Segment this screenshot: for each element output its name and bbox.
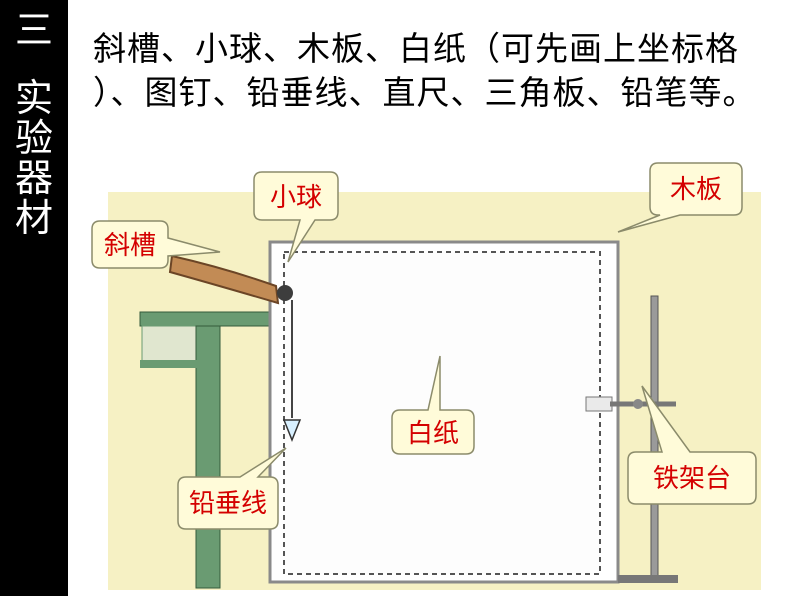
plumb-bob — [282, 419, 302, 443]
section-sidebar: 三 实 验 器 材 — [0, 0, 68, 596]
callout-board: 木板 — [617, 162, 743, 233]
ball — [277, 285, 293, 301]
section-title-char-2: 验 — [14, 116, 53, 160]
callout-stand: 铁架台 — [627, 385, 757, 505]
label-plumb: 铅垂线 — [189, 489, 267, 519]
table — [139, 311, 279, 589]
section-title-char-3: 器 — [14, 156, 53, 200]
callout-chute: 斜槽 — [91, 220, 221, 269]
label-chute: 斜槽 — [104, 231, 156, 261]
label-paper: 白纸 — [407, 419, 459, 449]
callout-plumb: 铅垂线 — [177, 447, 287, 530]
section-title-char-1: 实 — [14, 76, 53, 120]
label-board: 木板 — [670, 175, 722, 205]
intro-line-2: ）、图钉、铅垂线、直尺、三角板、铅笔等。 — [93, 73, 757, 112]
chute — [168, 254, 280, 305]
callout-paper: 白纸 — [391, 355, 475, 455]
section-number: 三 — [14, 8, 53, 52]
section-title-char-4: 材 — [14, 196, 53, 240]
label-ball: 小球 — [270, 183, 322, 213]
label-stand: 铁架台 — [653, 464, 731, 494]
intro-line-1: 斜槽、小球、木板、白纸（可先画上坐标格 — [93, 29, 739, 68]
callout-ball: 小球 — [253, 171, 339, 263]
